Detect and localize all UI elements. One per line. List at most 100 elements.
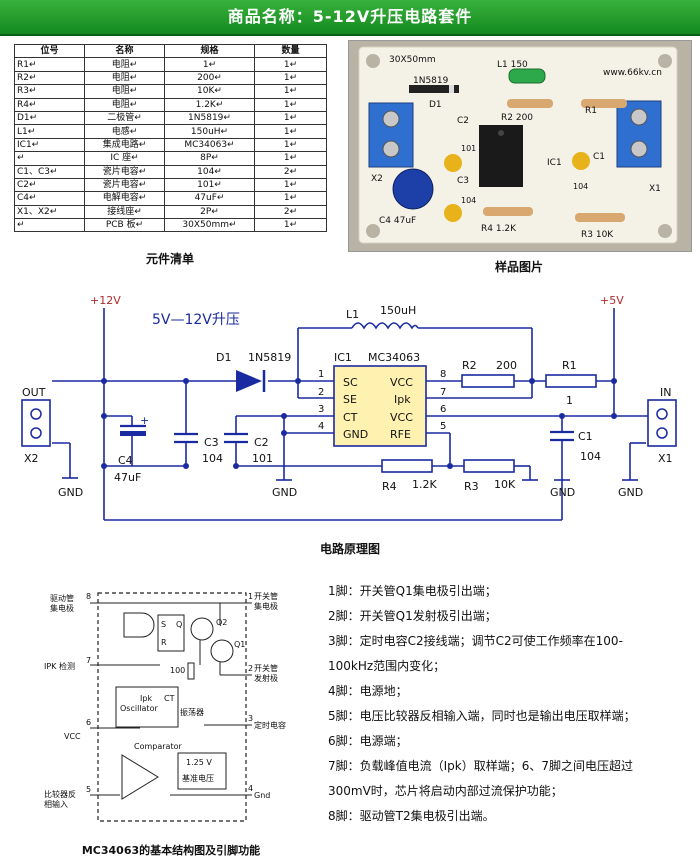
ic-pin-left-3: GND: [343, 428, 368, 441]
block-left-num-3: 5: [86, 785, 91, 794]
table-cell: 1↵: [254, 70, 327, 86]
sample-photo-caption: 样品图片: [494, 260, 543, 274]
label-gnd-3: GND: [550, 486, 575, 499]
parts-list-caption: 元件清单: [145, 252, 194, 266]
pin-num-8: 8: [440, 369, 446, 380]
photo-label-0: 1N5819: [413, 76, 449, 86]
table-cell: 二极管↵: [84, 110, 165, 126]
table-cell: 电阻↵: [84, 84, 165, 99]
mc34063-block-diagram: 驱动管 集电极 IPK 检测 VCC 比较器反 相输入 8 7 6 5 开关管 …: [44, 591, 286, 822]
table-row: R3↵电阻↵10K↵1↵: [14, 84, 327, 99]
r100-label: 100: [170, 666, 185, 675]
photo-label-5: C2: [457, 116, 469, 126]
capacitor-c4-plate: [120, 431, 146, 436]
ground-symbols: [62, 477, 638, 481]
reference-block: [177, 752, 227, 790]
photo-label-6: 101: [461, 144, 476, 153]
table-cell: 电阻↵: [84, 97, 165, 112]
table-cell: 10K↵: [164, 84, 255, 99]
photo-label-9: IC1: [547, 158, 562, 168]
ic-pin-right-2: VCC: [390, 411, 413, 424]
table-cell: 1↵: [254, 177, 327, 193]
block-right-label-1b: 发射极: [254, 673, 278, 683]
pin-function-line: 1脚：开关管Q1集电极引出端；: [328, 584, 497, 598]
table-cell: 104↵: [164, 164, 255, 179]
table-cell: 瓷片电容↵: [84, 177, 165, 193]
table-cell: 接线座↵: [84, 204, 165, 220]
block-left-label-3b: 相输入: [44, 799, 68, 809]
pin-num-2: 2: [318, 387, 324, 398]
table-cell: 47uF↵: [164, 191, 255, 206]
table-cell: IC1↵: [14, 137, 85, 153]
table-cell: R3↵: [14, 84, 85, 99]
label-r3-value: 10K: [494, 478, 516, 491]
photo-label-16: R3 10K: [581, 230, 614, 240]
table-cell: X1、X2↵: [14, 204, 85, 220]
label-c1: C1: [578, 430, 593, 443]
label-plus5v: +5V: [600, 294, 624, 307]
table-cell: 101↵: [164, 177, 255, 193]
table-cell: 1↵: [254, 57, 327, 72]
label-r1: R1: [562, 359, 577, 372]
photo-label-11: 104: [573, 182, 588, 191]
ic-pin-left-2: CT: [343, 411, 358, 424]
ic-pin-left-1: SE: [343, 393, 357, 406]
schematic-wires: [52, 308, 650, 521]
block-left-num-1: 7: [86, 656, 91, 665]
table-row: R2↵电阻↵200↵1↵: [14, 70, 327, 86]
table-cell: MC34063↵: [164, 137, 255, 153]
block-left-label-0a: 驱动管: [50, 593, 74, 603]
col-header-name: 名称: [84, 43, 165, 59]
pin-function-line: 3脚：定时电容C2接线端；调节C2可使工作频率在100-: [328, 634, 623, 648]
block-left-num-0: 8: [86, 592, 91, 601]
photo-label-15: R4 1.2K: [481, 224, 517, 234]
svg-text:+: +: [140, 414, 149, 427]
table-cell: 8P↵: [164, 151, 255, 166]
resistor-r2: [461, 374, 515, 388]
table-cell: 2↵: [254, 204, 327, 220]
label-r3: R3: [464, 480, 479, 493]
photo-label-3: R2 200: [501, 113, 533, 123]
table-row: R1↵电阻↵1↵1↵: [14, 57, 327, 72]
pin-function-line: 2脚：开关管Q1发射极引出端；: [328, 609, 497, 623]
table-cell: C1、C3↵: [14, 164, 85, 179]
diode-d1-symbol: [236, 370, 262, 392]
ic-pin-right-3: RFE: [390, 428, 411, 441]
comparator-label: Comparator: [134, 742, 182, 751]
table-row: X1、X2↵接线座↵2P↵2↵: [14, 204, 327, 220]
table-cell: 电感↵: [84, 124, 165, 139]
label-c3: C3: [204, 436, 219, 449]
sr-latch: [157, 614, 185, 652]
label-ic-name: MC34063: [368, 351, 420, 364]
block-right-num-3: 4: [248, 784, 253, 793]
label-c1-value: 104: [580, 450, 601, 463]
pin-function-line: 5脚：电压比较器反相输入端，同时也是输出电压取样端；: [328, 709, 636, 723]
label-c2-value: 101: [252, 452, 273, 465]
pin-num-6: 6: [440, 404, 446, 415]
oscillator-label-a: Ipk: [140, 694, 152, 703]
table-row: R4↵电阻↵1.2K↵1↵: [14, 97, 327, 112]
table-cell: 1↵: [254, 191, 327, 206]
label-r2: R2: [462, 359, 477, 372]
photo-label-13: X1: [649, 184, 661, 194]
table-cell: 电阻↵: [84, 57, 165, 72]
table-row: C1、C3↵瓷片电容↵104↵2↵: [14, 164, 327, 179]
table-cell: 电阻↵: [84, 70, 165, 86]
block-right-num-2: 3: [248, 714, 253, 723]
table-cell: C4↵: [14, 191, 85, 206]
label-out: OUT: [22, 386, 46, 399]
reference-cn-label: 基准电压: [182, 773, 214, 783]
board-illustration: 30X50mm www.66kv.cn 1N5819 D1 L1 150 R2 …: [349, 41, 691, 251]
transistor-q2: [190, 617, 214, 641]
label-x2: X2: [24, 452, 39, 465]
resistor-r1: [545, 374, 597, 388]
table-cell: C2↵: [14, 177, 85, 193]
site-label: www.66kv.cn: [603, 68, 662, 78]
reference-voltage-label: 1.25 V: [186, 758, 212, 767]
label-gnd-4: GND: [618, 486, 643, 499]
table-row: ↵PCB 板↵30X50mm↵1↵: [14, 218, 327, 233]
table-cell: 电解电容↵: [84, 191, 165, 206]
label-r4-value: 1.2K: [412, 478, 437, 491]
junction-dots: [101, 378, 617, 469]
table-cell: 1↵: [254, 97, 327, 112]
